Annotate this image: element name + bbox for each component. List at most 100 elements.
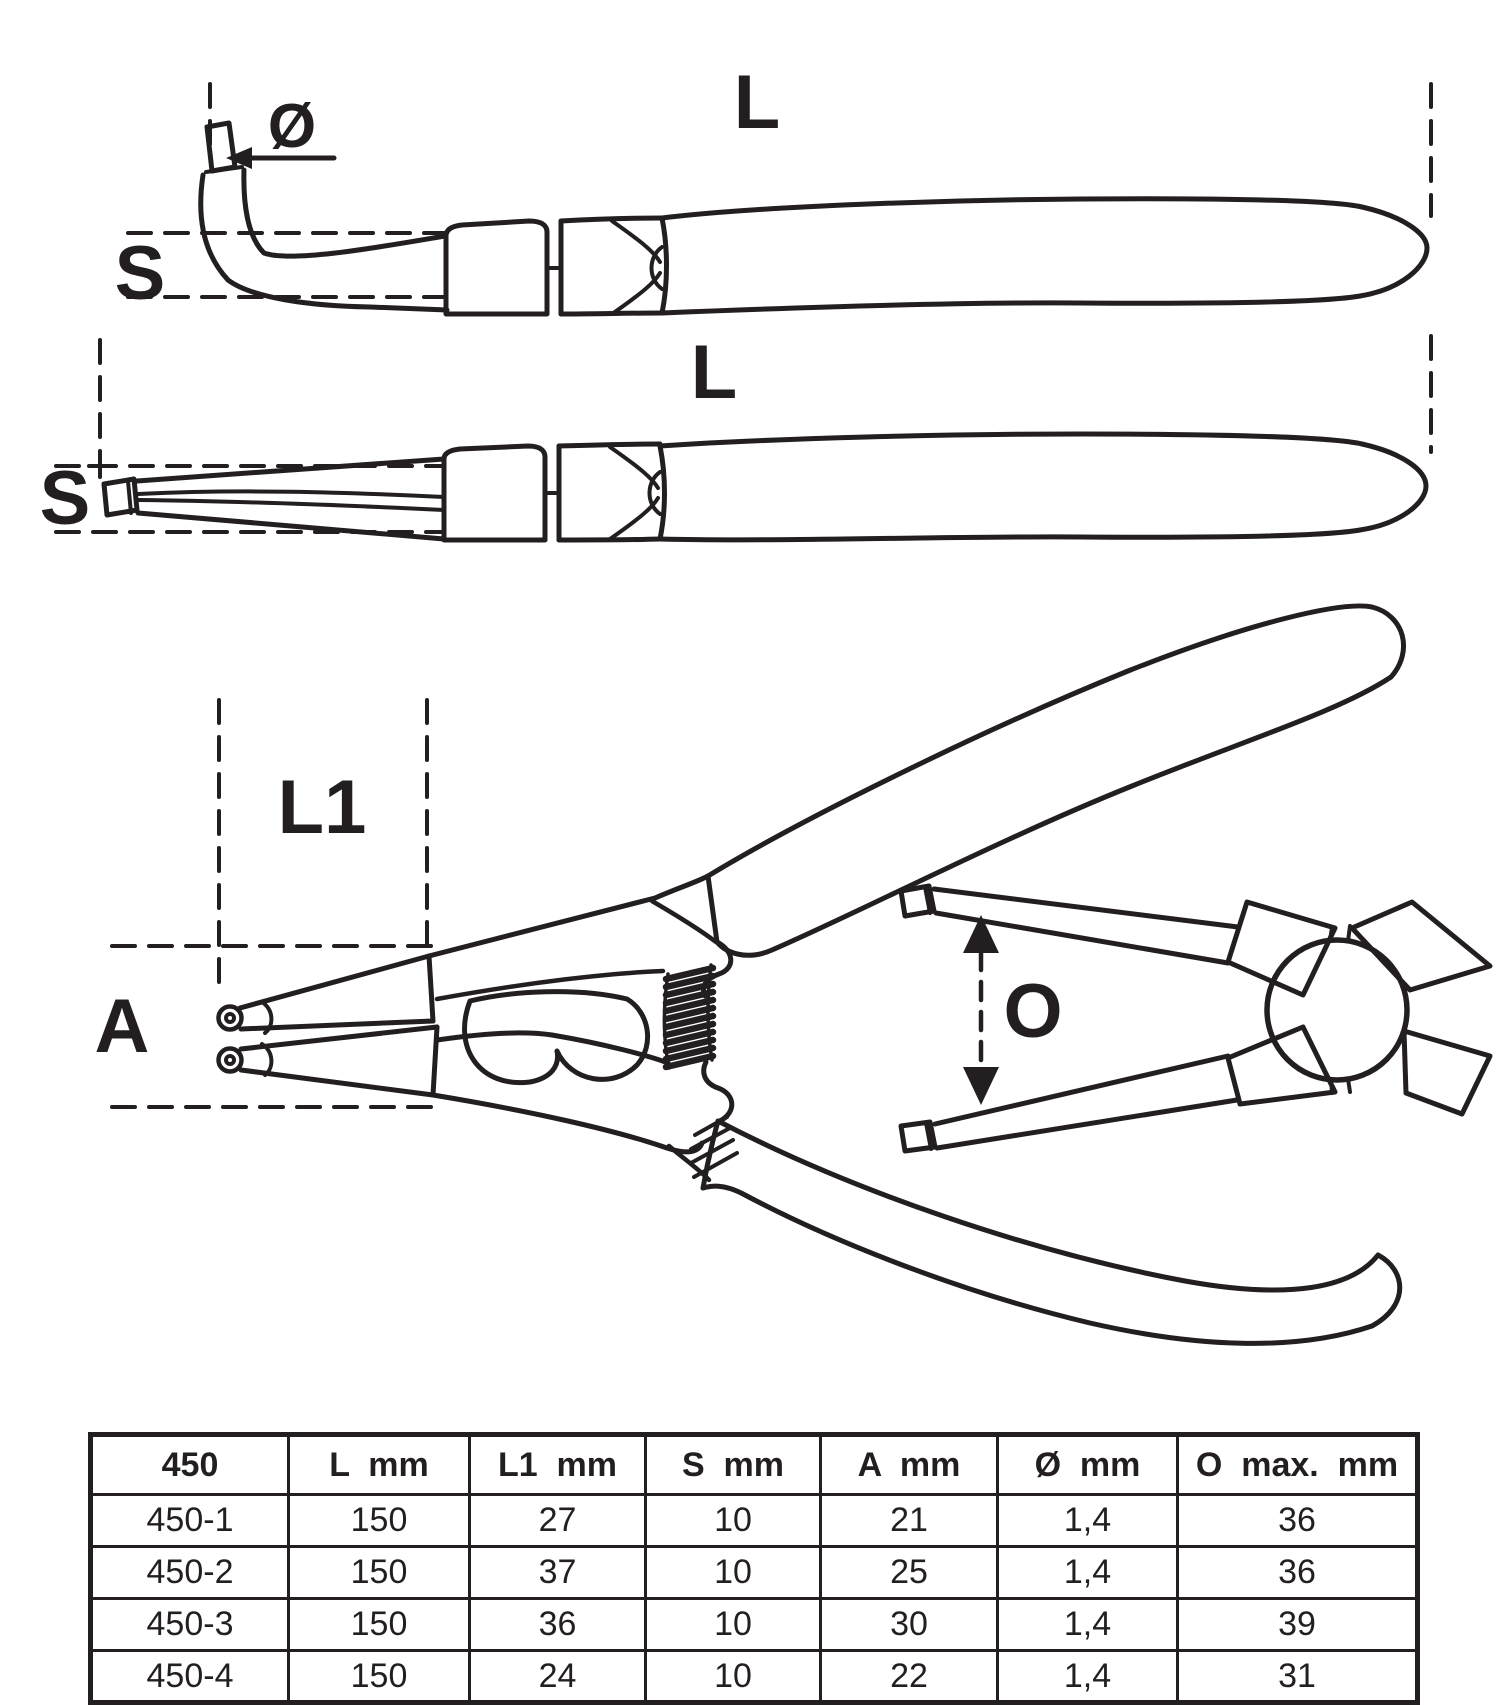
table-cell: 39 [1176,1597,1419,1652]
lower-jaw-bottom-edge [238,1067,436,1098]
table-header-cell: L mm [287,1433,471,1496]
upper-handle-left-edge [705,873,720,945]
tip-span-label: A [95,984,150,1069]
table-cell: 450-3 [89,1597,290,1652]
table-cell: 24 [468,1649,647,1704]
jaw-seam-line [136,489,446,499]
table-cell: 22 [819,1649,999,1704]
head-block [443,218,550,317]
table-cell: 150 [287,1493,471,1548]
box-joint-curve [647,470,662,516]
upper-tip-dot [224,1012,236,1024]
bent-jaw-outer-edge [198,172,450,313]
upper-lever-top-edge [426,873,711,959]
table-cell: 36 [1176,1493,1419,1548]
circlip-gap-top [1328,924,1352,943]
table-cell: 30 [819,1597,999,1652]
nib-split-line [126,479,133,515]
table-cell: 1,4 [996,1649,1179,1704]
open-pliers-view: L1 A [95,603,1407,1346]
lower-tip-dot [224,1054,236,1066]
diameter-label: Ø [268,92,316,161]
upper-tip-bend-arc [260,1000,274,1035]
table-header-cell: 450 [89,1433,290,1496]
box-joint-curve [649,245,664,291]
upper-jaw-bottom-edge [238,1018,436,1032]
table-cell: 10 [644,1649,822,1704]
handle-outline [657,431,1429,543]
jaw-seam-line [136,498,446,512]
table-cell: 25 [819,1545,999,1600]
box-joint-curve [610,219,662,264]
table-cell: 450-4 [89,1649,290,1704]
lower-spring-hook [701,1059,735,1124]
lower-tip-bend-arc [260,1042,274,1077]
nib-split-line [204,165,244,174]
handle-outline [659,196,1430,316]
upper-tip-circle [216,1004,244,1032]
thickness-label: S [40,456,91,541]
table-header-cell: O max. mm [1176,1433,1419,1496]
pliers-diagram: Ø S L S [40,60,1493,1346]
table-cell: 150 [287,1649,471,1704]
spring-coil [662,964,717,1071]
box-joint-curve [608,445,660,490]
head-block [441,443,548,543]
straight-tip-nib [101,476,140,518]
opening-arrow-head-down [963,1067,999,1105]
table-cell: 450-2 [89,1545,290,1600]
upper-jaw-block-edge [426,953,436,1024]
table-cell: 150 [287,1545,471,1600]
joint-top-edge [558,215,665,224]
box-joint-curve [608,496,660,541]
table-cell: 37 [468,1545,647,1600]
circlip-lug-upper-left [1225,899,1338,998]
table-cell: 1,4 [996,1545,1179,1600]
table-cell: 36 [1176,1545,1419,1600]
table-cell: 150 [287,1597,471,1652]
upper-jaw-bottom-edge [933,910,1231,966]
lower-handle-outline [700,1118,1403,1346]
table-cell: 21 [819,1493,999,1548]
jaw-bottom-edge [135,510,447,542]
thickness-label: S [115,231,166,316]
box-joint-curve [610,271,662,316]
circlip-lug-lower-right [1401,1028,1493,1117]
table-cell: 10 [644,1545,822,1600]
table-header-cell: A mm [819,1433,999,1496]
handle-left-edge [659,215,669,316]
lower-handle-left-edge [700,1118,721,1191]
side-view-straight-tip: S L [40,330,1433,543]
table-cell: 10 [644,1597,822,1652]
nib-split-line [924,1121,933,1151]
upper-handle-outline [705,603,1407,958]
lower-jaw-top-edge [238,1024,440,1052]
lower-jaw-block-edge [430,1024,440,1098]
circlip-lug-lower-left [1225,1024,1338,1107]
length-label: L [734,60,780,145]
opening-label: O [1003,969,1062,1054]
table-cell: 27 [468,1493,647,1548]
table-cell: 1,4 [996,1493,1179,1548]
table-header-cell: S mm [644,1433,822,1496]
table-header-cell: Ø mm [996,1433,1179,1496]
opening-arrow-head-up [963,915,999,953]
tip-length-label: L1 [278,765,367,850]
lower-lever-bottom-edge [430,1092,705,1155]
bent-jaw-inner-edge [241,167,448,259]
upper-jaw-top-edge [931,886,1241,930]
upper-jaw-nib [898,883,937,919]
table-header-cell: L1 mm [468,1433,647,1496]
upper-jaw-top-edge [237,953,432,1011]
lower-tip-circle [216,1046,244,1074]
lower-lever-top-edge [434,1030,671,1066]
joint-top-edge [556,441,663,449]
